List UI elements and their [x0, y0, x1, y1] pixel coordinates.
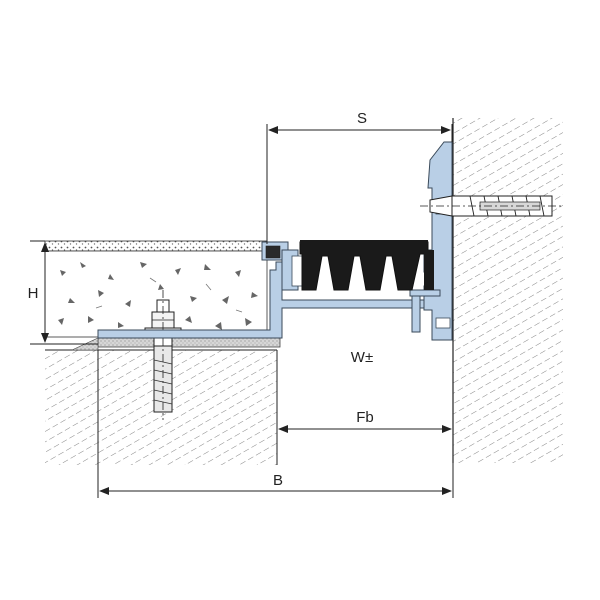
rubber-bellows — [299, 240, 434, 291]
dimension-s: S — [266, 110, 453, 244]
base-profile — [97, 241, 439, 339]
dimension-fb: Fb — [278, 409, 452, 433]
label-s: S — [357, 110, 367, 127]
label-h: H — [28, 285, 39, 302]
floor-finish-strip — [44, 240, 268, 252]
label-w: W± — [351, 349, 373, 366]
label-fb: Fb — [356, 409, 374, 426]
dimension-h: H — [28, 240, 98, 345]
wall-plug-icon — [420, 195, 562, 217]
wall-right — [452, 118, 563, 463]
dimension-b: B — [97, 350, 454, 498]
label-b: B — [273, 472, 283, 489]
